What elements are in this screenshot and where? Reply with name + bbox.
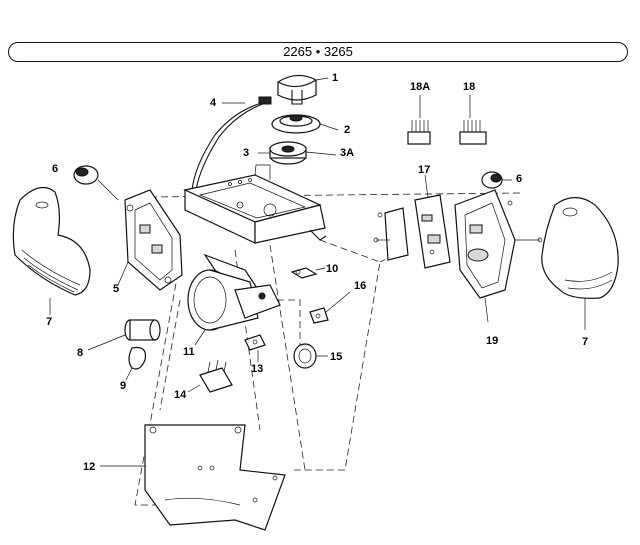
callout-3a: 3A xyxy=(340,147,355,159)
part-10-limit-switch xyxy=(290,267,326,279)
callout-15: 15 xyxy=(330,351,343,363)
part-17-mount-bracket xyxy=(373,207,409,261)
part-8-capacitor xyxy=(87,319,161,351)
callout-5: 5 xyxy=(113,283,120,295)
callout-9: 9 xyxy=(120,380,127,392)
callout-8: 8 xyxy=(77,347,84,359)
part-11-motor xyxy=(187,253,281,346)
part-1-gear-cap xyxy=(277,74,329,105)
part-18-terminal-block xyxy=(459,95,487,145)
callout-10: 10 xyxy=(326,263,339,275)
callout-4: 4 xyxy=(210,97,217,109)
part-19-end-panel-right xyxy=(454,189,543,323)
callout-11: 11 xyxy=(183,346,195,358)
part-7-lens-cover-right xyxy=(541,196,619,330)
part-9-clip xyxy=(125,346,147,381)
callout-19: 19 xyxy=(486,335,499,347)
part-3-worm-gear xyxy=(258,141,337,165)
part-4-wire-harness xyxy=(191,96,272,191)
part-2-sprocket xyxy=(271,114,339,134)
callout-6-right: 6 xyxy=(516,173,523,185)
callout-2: 2 xyxy=(344,124,351,136)
callout-7-left: 7 xyxy=(46,316,53,328)
callout-14: 14 xyxy=(174,389,187,401)
callout-12: 12 xyxy=(83,461,96,473)
callout-17: 17 xyxy=(418,164,431,176)
chassis-frame xyxy=(183,164,327,244)
part-13-bracket xyxy=(244,334,266,362)
model-title-banner: 2265 • 3265 xyxy=(8,42,628,62)
callout-18: 18 xyxy=(463,81,476,93)
callout-18a: 18A xyxy=(410,81,431,93)
part-18a-terminal-block xyxy=(407,95,431,145)
callout-16: 16 xyxy=(354,280,367,292)
part-6-knob-right xyxy=(481,171,512,189)
part-16-travel-module xyxy=(309,291,351,324)
part-12-bottom-cover xyxy=(100,424,286,531)
part-6-knob-left xyxy=(73,165,119,201)
callout-7-right: 7 xyxy=(582,336,589,348)
callout-1: 1 xyxy=(332,72,339,84)
callout-3: 3 xyxy=(243,147,250,159)
part-14-sensor xyxy=(187,359,233,393)
part-15-light-socket xyxy=(293,343,328,369)
callout-13: 13 xyxy=(251,363,264,375)
part-7-lens-cover-left xyxy=(12,186,91,315)
callout-6-left: 6 xyxy=(52,163,59,175)
part-17-logic-board xyxy=(414,174,451,269)
part-5-end-panel-left xyxy=(117,189,183,291)
